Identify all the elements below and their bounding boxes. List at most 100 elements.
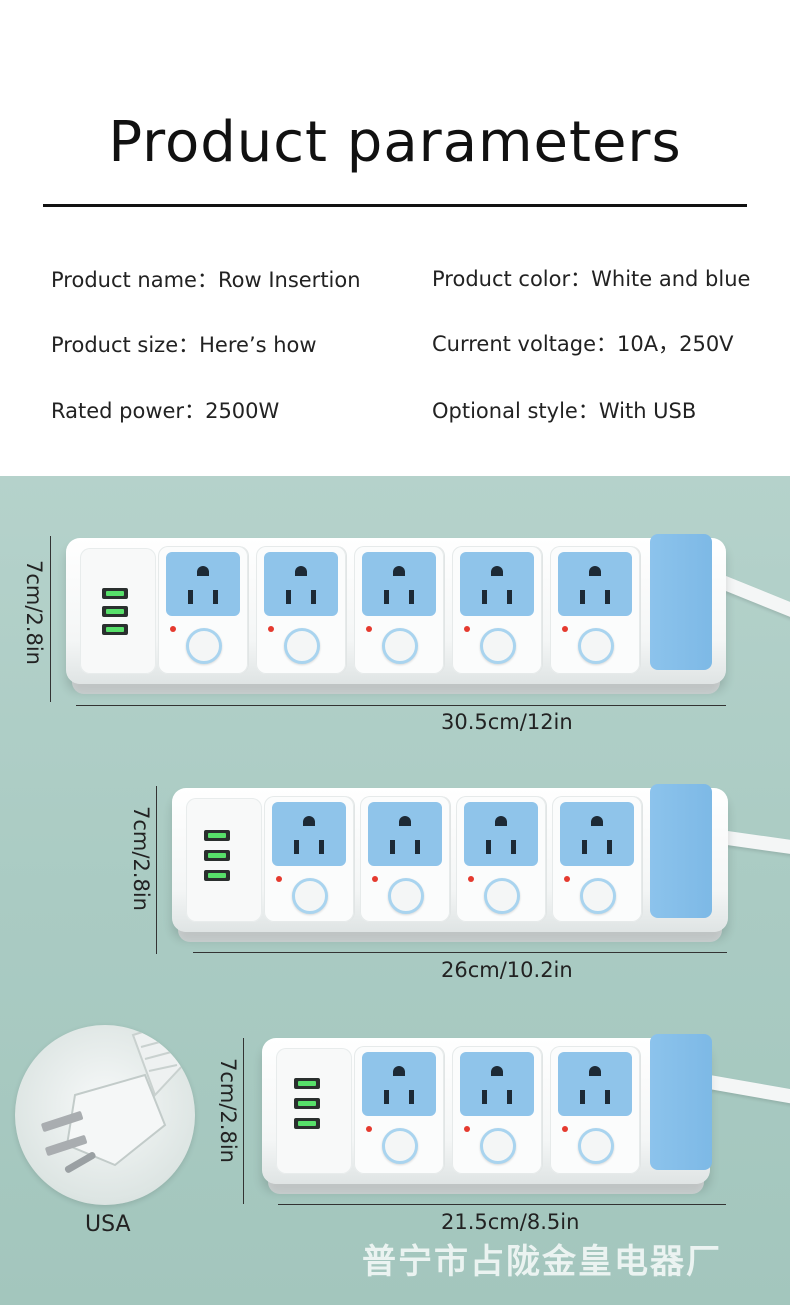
usb-port <box>294 1078 320 1089</box>
cord <box>702 1074 790 1106</box>
usb-panel <box>186 798 262 922</box>
plug-label: USA <box>85 1212 131 1237</box>
param-key: Optional style <box>432 399 599 423</box>
outlet-face <box>264 552 338 616</box>
height-label: 7cm/2.8in <box>22 560 46 665</box>
indicator-led <box>268 626 274 632</box>
outlet-slot <box>409 590 414 604</box>
outlet-slot <box>582 840 587 854</box>
outlet-face <box>362 552 436 616</box>
outlet-face <box>558 1052 632 1116</box>
outlet-module <box>550 546 640 674</box>
indicator-led <box>464 626 470 632</box>
outlet-slot <box>482 1090 487 1104</box>
outlet-slot <box>580 590 585 604</box>
outlet-module <box>552 796 642 922</box>
outlet-module <box>452 546 542 674</box>
param-value: Row Insertion <box>217 268 361 292</box>
param-current-voltage: Current voltage10A，250V <box>432 328 734 358</box>
indicator-led <box>564 876 570 882</box>
power-strip-4 <box>172 784 728 942</box>
usb-panel <box>276 1048 352 1174</box>
usb-port <box>204 830 230 841</box>
outlet-slot <box>384 590 389 604</box>
product-scene: 7cm/2.8in 30.5cm/12in 7cm/2.8in 26cm/10.… <box>0 476 790 1305</box>
outlet-slot <box>486 840 491 854</box>
indicator-led <box>562 1126 568 1132</box>
switch-button <box>382 628 418 664</box>
param-value: With USB <box>598 399 697 423</box>
outlet-slot <box>311 590 316 604</box>
usb-panel <box>80 548 156 674</box>
blue-end-cover <box>650 534 712 670</box>
outlet-slot <box>286 590 291 604</box>
page-title: Product parameters <box>108 110 682 175</box>
switch-button <box>578 628 614 664</box>
switch-button <box>388 878 424 914</box>
usb-port <box>294 1118 320 1129</box>
outlet-face <box>460 552 534 616</box>
outlet-slot <box>482 590 487 604</box>
outlet-slot <box>188 590 193 604</box>
outlet-module <box>456 796 546 922</box>
watermark: 普宁市占陇金皇电器厂 <box>362 1242 722 1282</box>
indicator-led <box>170 626 176 632</box>
param-key: Product color <box>432 267 591 291</box>
outlet-face <box>272 802 346 866</box>
outlet-ground-slot <box>589 1066 601 1076</box>
switch-button <box>292 878 328 914</box>
outlet-ground-slot <box>495 816 507 826</box>
param-rated-power: Rated power2500W <box>51 395 279 425</box>
outlet-slot <box>294 840 299 854</box>
param-key: Product size <box>51 333 199 357</box>
switch-button <box>382 1128 418 1164</box>
outlet-ground-slot <box>591 816 603 826</box>
indicator-led <box>366 626 372 632</box>
param-key: Current voltage <box>432 332 617 356</box>
outlet-ground-slot <box>197 566 209 576</box>
blue-end-cover <box>650 784 712 918</box>
outlet-ground-slot <box>295 566 307 576</box>
outlet-slot <box>384 1090 389 1104</box>
outlet-slot <box>605 1090 610 1104</box>
outlet-face <box>460 1052 534 1116</box>
outlet-face <box>166 552 240 616</box>
outlet-ground-slot <box>491 566 503 576</box>
outlet-slot <box>507 1090 512 1104</box>
usb-port <box>294 1098 320 1109</box>
outlet-module <box>158 546 248 674</box>
param-key: Product name <box>51 268 218 292</box>
usb-port <box>102 624 128 635</box>
outlet-ground-slot <box>393 1066 405 1076</box>
switch-button <box>480 628 516 664</box>
outlet-slot <box>409 1090 414 1104</box>
outlet-module <box>354 1046 444 1174</box>
param-value: Here’s how <box>199 333 317 357</box>
outlet-face <box>368 802 442 866</box>
outlet-ground-slot <box>303 816 315 826</box>
outlet-face <box>362 1052 436 1116</box>
outlet-slot <box>507 590 512 604</box>
indicator-led <box>468 876 474 882</box>
outlet-slot <box>213 590 218 604</box>
param-product-size: Product sizeHere’s how <box>51 329 317 359</box>
switch-button <box>480 1128 516 1164</box>
outlet-ground-slot <box>393 566 405 576</box>
switch-button <box>284 628 320 664</box>
outlet-slot <box>319 840 324 854</box>
title-divider <box>43 204 747 207</box>
param-key: Rated power <box>51 399 205 423</box>
outlet-module <box>452 1046 542 1174</box>
param-value: White and blue <box>591 267 751 291</box>
blue-end-cover <box>650 1034 712 1170</box>
power-strip-3 <box>262 1034 712 1194</box>
outlet-module <box>550 1046 640 1174</box>
usa-plug-image <box>15 1025 195 1205</box>
outlet-module <box>256 546 346 674</box>
outlet-ground-slot <box>491 1066 503 1076</box>
switch-button <box>578 1128 614 1164</box>
height-label: 7cm/2.8in <box>129 806 153 911</box>
outlet-face <box>558 552 632 616</box>
usb-port <box>102 588 128 599</box>
outlet-slot <box>605 590 610 604</box>
